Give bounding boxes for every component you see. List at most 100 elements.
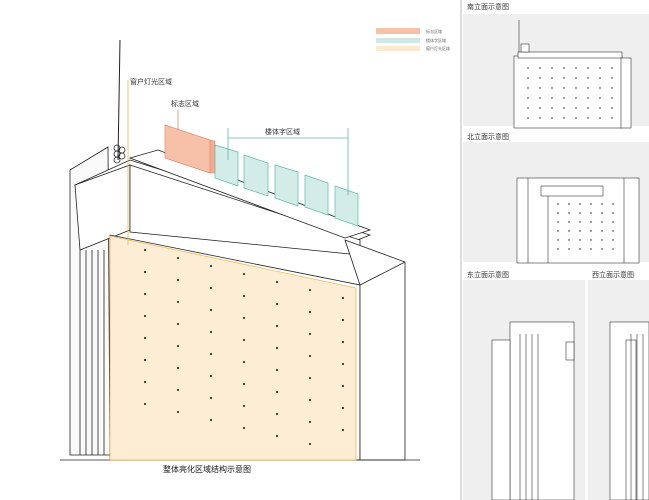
window-dot: [144, 315, 146, 317]
window-dot: [539, 107, 541, 109]
window-dot: [568, 230, 570, 232]
west-elevation-title: 西立面示意图: [592, 270, 634, 279]
window-dot: [539, 97, 541, 99]
window-dot: [612, 230, 614, 232]
window-dot: [590, 212, 592, 214]
window-dot: [599, 107, 601, 109]
window-dot: [551, 77, 553, 79]
window-dot: [587, 67, 589, 69]
window-dot: [568, 221, 570, 223]
window-dot: [587, 107, 589, 109]
window-dot: [575, 97, 577, 99]
window-dot: [599, 117, 601, 119]
window-dot: [611, 97, 613, 99]
window-dot: [177, 301, 179, 303]
letter-block-1: [214, 144, 239, 187]
window-dot: [551, 67, 553, 69]
window-dot: [342, 385, 344, 387]
east-elevation-panel: 东立面示意图: [463, 270, 585, 500]
window-dot: [557, 203, 559, 205]
window-dot: [342, 407, 344, 409]
window-dot: [177, 389, 179, 391]
south-roof-band: [517, 51, 623, 59]
letter-block-3: [274, 164, 299, 207]
window-dot: [579, 230, 581, 232]
window-dot: [342, 363, 344, 365]
window-dot: [557, 248, 559, 250]
east-building: [509, 321, 575, 500]
window-dot: [551, 87, 553, 89]
window-dot: [177, 323, 179, 325]
window-dot: [276, 281, 278, 283]
window-dot: [568, 212, 570, 214]
legend-swatch-text: [376, 38, 420, 43]
window-dot: [563, 97, 565, 99]
window-dot: [539, 77, 541, 79]
window-dot: [177, 411, 179, 413]
window-dot: [210, 353, 212, 355]
north-elevation-title: 北立面示意图: [467, 132, 509, 141]
window-dot: [309, 355, 311, 357]
window-dot: [587, 117, 589, 119]
window-dot: [210, 419, 212, 421]
window-dot: [276, 369, 278, 371]
window-dot: [276, 413, 278, 415]
window-dot: [243, 273, 245, 275]
window-dot: [587, 77, 589, 79]
window-dot: [575, 77, 577, 79]
legend: 标志区域 楼体字区域 窗户灯光区域: [376, 28, 450, 51]
window-dot: [575, 107, 577, 109]
north-window-dots: [557, 203, 614, 250]
window-dot: [611, 117, 613, 119]
window-dot: [557, 212, 559, 214]
window-dot: [309, 333, 311, 335]
window-dot: [210, 287, 212, 289]
window-dot: [599, 67, 601, 69]
window-dot: [309, 377, 311, 379]
window-dot: [527, 77, 529, 79]
window-dot: [590, 248, 592, 250]
legend-swatch-window: [376, 46, 420, 51]
main-caption: 整体亮化区域结构示意图: [163, 464, 251, 474]
legend-swatch-logo: [376, 28, 420, 34]
window-dot: [527, 87, 529, 89]
window-dot: [342, 297, 344, 299]
window-dot: [612, 221, 614, 223]
south-side-mass: [620, 57, 632, 129]
east-side-mass: [491, 339, 511, 500]
window-dot: [276, 391, 278, 393]
window-dot: [579, 221, 581, 223]
window-dot: [243, 317, 245, 319]
letter-block-4: [304, 174, 329, 216]
window-dot: [276, 303, 278, 305]
window-dot: [144, 337, 146, 339]
window-dot: [557, 239, 559, 241]
window-dot: [590, 239, 592, 241]
legend-label-text: 楼体字区域: [426, 37, 446, 43]
window-dot: [539, 67, 541, 69]
window-dot: [276, 435, 278, 437]
window-dot: [527, 107, 529, 109]
window-dot: [587, 97, 589, 99]
window-dot: [563, 87, 565, 89]
window-dot: [611, 107, 613, 109]
window-dot: [527, 67, 529, 69]
east-elevation-title: 东立面示意图: [467, 270, 509, 279]
south-elevation-panel: 南立面示意图: [463, 2, 649, 129]
window-dot: [243, 427, 245, 429]
window-dot: [276, 325, 278, 327]
window-dot: [563, 107, 565, 109]
window-dot: [612, 239, 614, 241]
window-dot: [611, 87, 613, 89]
window-dot: [243, 295, 245, 297]
sign-platform: [128, 149, 372, 239]
window-dot: [599, 77, 601, 79]
window-dot: [575, 67, 577, 69]
window-dot: [144, 293, 146, 295]
window-dot: [599, 87, 601, 89]
legend-label-window: 窗户灯光区域: [426, 45, 450, 51]
window-dot: [601, 239, 603, 241]
window-dot: [210, 331, 212, 333]
window-dot: [144, 271, 146, 273]
